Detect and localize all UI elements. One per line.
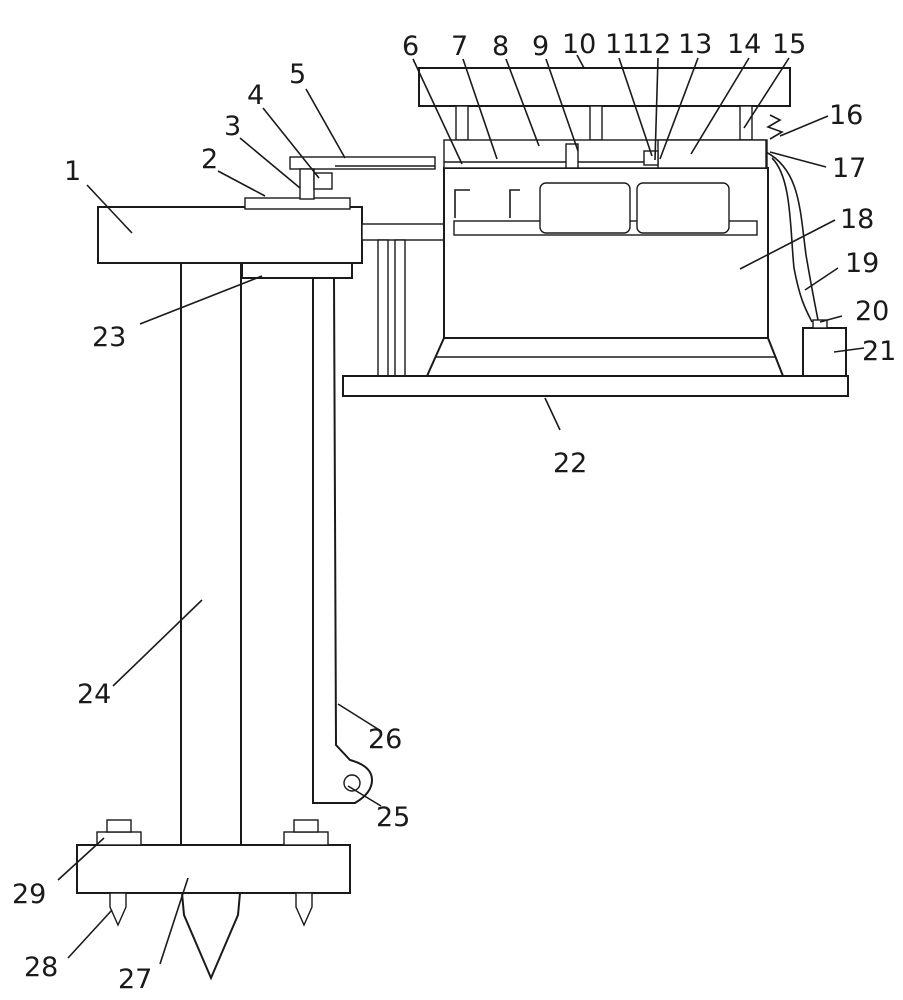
- leader-17: [769, 151, 827, 168]
- leader-21: [833, 347, 865, 353]
- horizontal-arm: [97, 206, 363, 264]
- leader-13: [659, 57, 699, 160]
- leader-3: [239, 137, 301, 189]
- label-10: 10: [562, 29, 596, 60]
- leader-8: [505, 58, 540, 147]
- label-23: 23: [92, 322, 126, 353]
- roller-drum-2: [636, 182, 730, 234]
- leader-1: [86, 184, 133, 234]
- label-19: 19: [845, 248, 879, 279]
- leader-5: [305, 88, 346, 159]
- center-ground-spike: [180, 892, 242, 981]
- label-12: 12: [637, 29, 671, 60]
- leader-28: [67, 909, 113, 959]
- label-13: 13: [678, 29, 712, 60]
- label-16: 16: [829, 100, 863, 131]
- leader-18: [739, 219, 836, 270]
- hook-eye: [343, 774, 361, 792]
- hanging-hook-rod: [312, 277, 374, 804]
- lower-bearing-collar: [241, 262, 353, 279]
- left-ground-spike: [109, 892, 127, 927]
- label-17: 17: [832, 153, 866, 184]
- pivot-pin: [299, 168, 315, 200]
- leader-11: [618, 57, 653, 157]
- base-plate: [76, 844, 351, 894]
- leader-10: [576, 54, 585, 69]
- right-bolt-head: [293, 819, 319, 833]
- cover-post-1: [455, 105, 469, 141]
- leader-4: [262, 107, 320, 179]
- label-6: 6: [402, 31, 419, 62]
- label-27: 27: [118, 964, 152, 995]
- pivot-link-bar: [289, 156, 436, 170]
- label-21: 21: [862, 336, 896, 367]
- label-26: 26: [368, 724, 402, 755]
- top-cover-plate: [418, 67, 791, 107]
- roller-hook-mid: [509, 189, 520, 218]
- top-bearing-plate: [244, 197, 351, 210]
- label-14: 14: [727, 29, 761, 60]
- leader-20: [819, 315, 843, 323]
- label-2: 2: [201, 144, 218, 175]
- label-15: 15: [772, 29, 806, 60]
- vertical-post: [180, 261, 242, 848]
- label-1: 1: [64, 156, 81, 187]
- cover-post-2: [589, 105, 603, 141]
- label-5: 5: [289, 59, 306, 90]
- leader-24: [112, 599, 203, 687]
- label-4: 4: [247, 80, 264, 111]
- label-29: 29: [12, 879, 46, 910]
- leader-25-26: [337, 703, 382, 732]
- leader-19: [804, 267, 839, 291]
- leader-29: [57, 837, 105, 881]
- label-3: 3: [224, 111, 241, 142]
- machine-base-plate: [342, 375, 849, 397]
- label-8: 8: [492, 31, 509, 62]
- label-28: 28: [24, 952, 58, 983]
- support-strut-a: [377, 239, 389, 377]
- leader-16: [779, 115, 829, 137]
- label-18: 18: [840, 204, 874, 235]
- leader-23: [139, 275, 263, 325]
- label-9: 9: [532, 31, 549, 62]
- motor-block: [657, 139, 767, 169]
- leader-15: [743, 57, 790, 129]
- label-20: 20: [855, 296, 889, 327]
- label-25: 25: [376, 802, 410, 833]
- label-11: 11: [605, 29, 639, 60]
- leader-12: [654, 57, 659, 161]
- label-7: 7: [451, 31, 468, 62]
- right-bolt-nut: [283, 831, 329, 846]
- cable-strand: [771, 157, 813, 323]
- spring: [766, 114, 784, 140]
- roller-drum-1: [539, 182, 631, 234]
- leader-6: [412, 58, 463, 165]
- connecting-rod: [361, 223, 445, 241]
- leader-7: [462, 58, 498, 160]
- leader-2: [217, 170, 266, 197]
- slider-block: [565, 143, 579, 169]
- cover-post-3: [739, 105, 753, 141]
- label-22: 22: [553, 448, 587, 479]
- right-ground-spike: [295, 892, 313, 927]
- leader-22: [544, 397, 561, 431]
- roller-hook-left: [454, 189, 470, 218]
- leader-9: [545, 58, 579, 152]
- left-bolt-head: [106, 819, 132, 833]
- support-strut-b: [394, 239, 406, 377]
- leader-27: [159, 877, 189, 965]
- cable: [765, 151, 819, 321]
- leader-14: [690, 57, 750, 155]
- leader-25: [347, 785, 382, 807]
- label-24: 24: [77, 679, 111, 710]
- control-switch: [812, 319, 828, 329]
